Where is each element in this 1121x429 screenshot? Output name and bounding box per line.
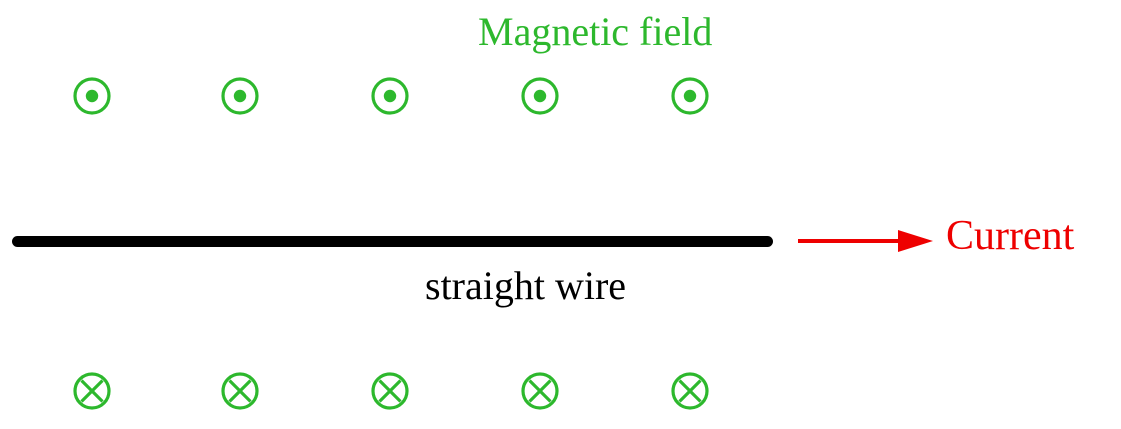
field-into-page-icon <box>371 372 409 410</box>
field-out-of-page-icon <box>521 77 559 115</box>
straight-wire-line <box>12 236 773 247</box>
current-arrow-icon <box>798 230 933 252</box>
field-row-into-page <box>0 371 1121 411</box>
field-out-of-page-icon <box>671 77 709 115</box>
straight-wire-label: straight wire <box>425 263 627 308</box>
field-out-of-page-icon <box>221 77 259 115</box>
field-into-page-icon <box>73 372 111 410</box>
magnetic-field-title: Magnetic field <box>478 9 713 54</box>
field-into-page-icon <box>221 372 259 410</box>
current-label: Current <box>946 213 1075 259</box>
field-into-page-icon <box>521 372 559 410</box>
field-out-of-page-icon <box>73 77 111 115</box>
field-row-out-of-page <box>0 76 1121 116</box>
field-out-of-page-icon <box>371 77 409 115</box>
field-into-page-icon <box>671 372 709 410</box>
